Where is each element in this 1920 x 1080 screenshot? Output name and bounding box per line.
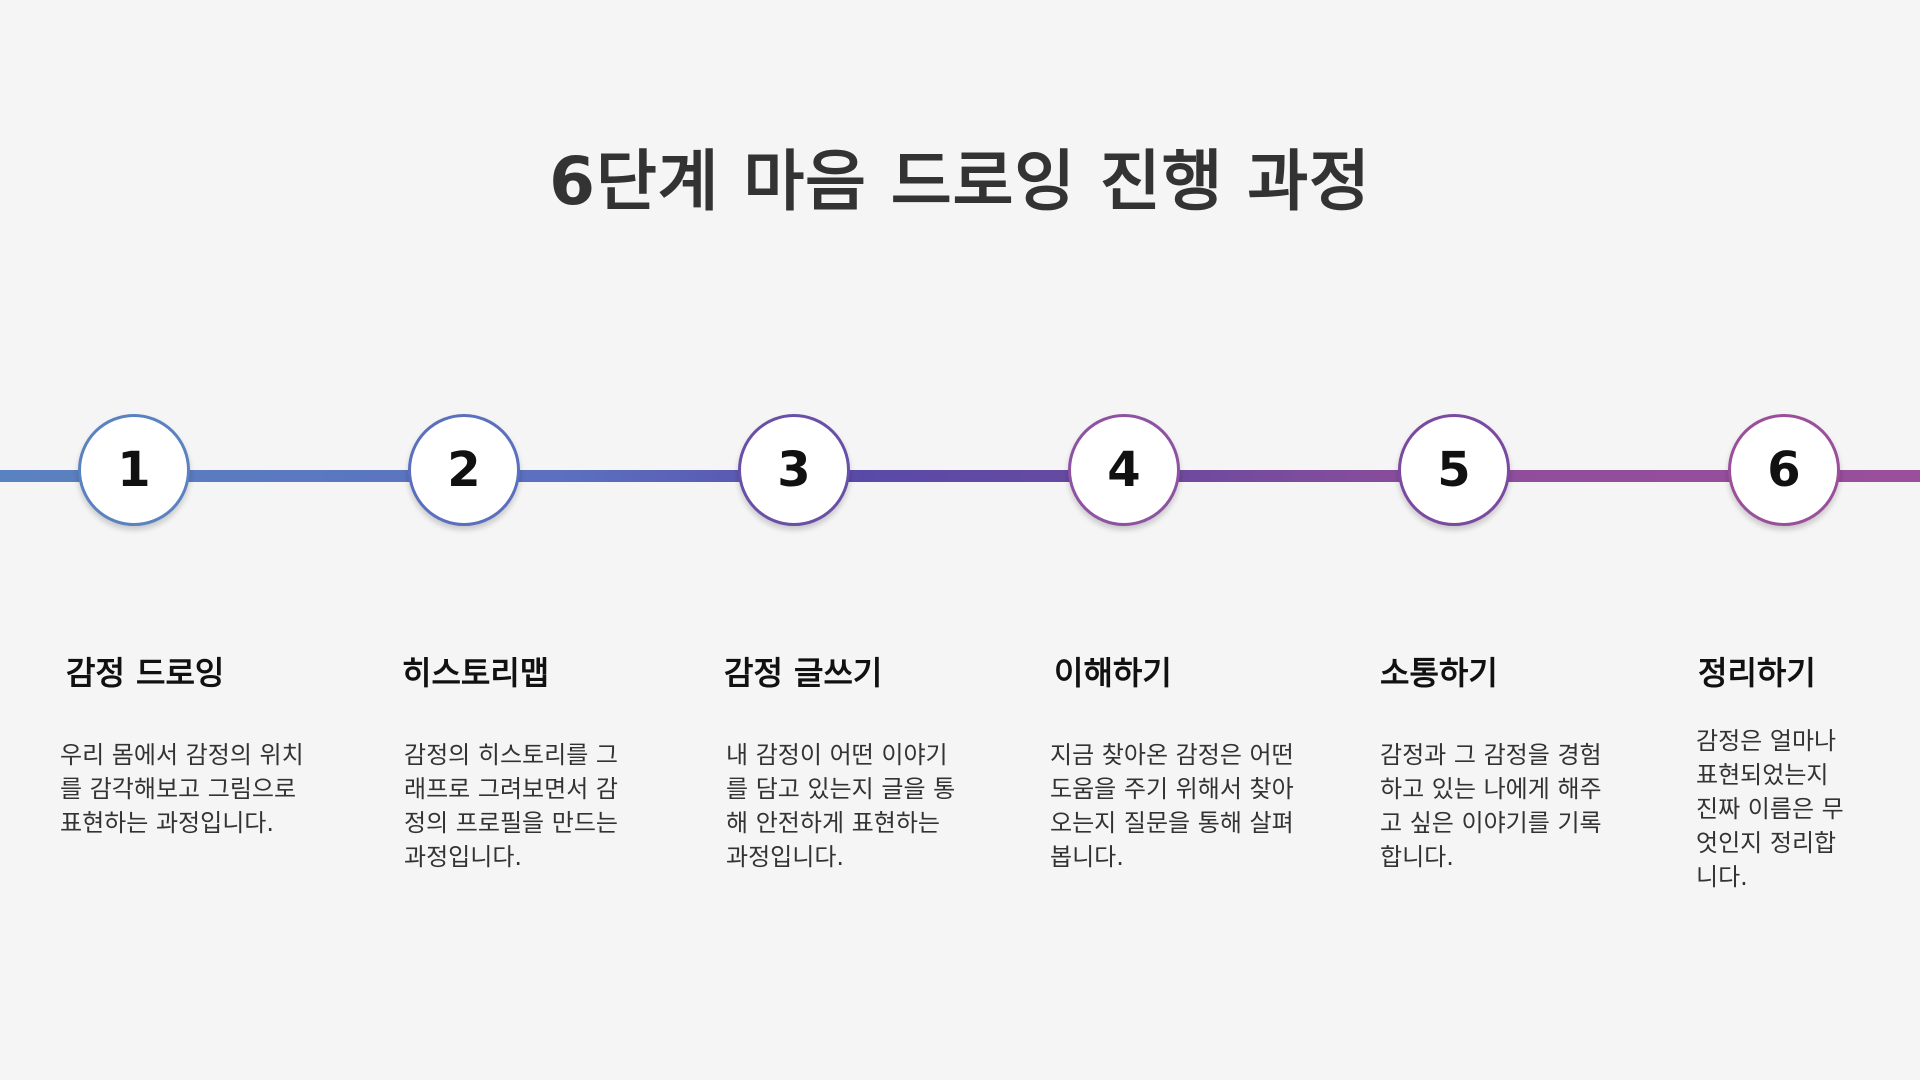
step-2-title: 히스토리맵 [402, 654, 550, 692]
step-5-title: 소통하기 [1380, 654, 1498, 692]
step-1-description: 우리 몸에서 감정의 위치를 감각해보고 그림으로 표현하는 과정입니다. [60, 741, 304, 837]
step-3-number-circle: 3 [738, 414, 850, 526]
step-3-title: 감정 글쓰기 [724, 654, 883, 692]
timeline-line [0, 470, 1920, 482]
step-4-number-circle: 4 [1068, 414, 1180, 526]
step-4-description: 지금 찾아온 감정은 어떤 도움을 주기 위해서 찾아오는지 질문을 통해 살펴… [1050, 741, 1294, 871]
step-5-number-circle: 5 [1398, 414, 1510, 526]
step-3-description: 내 감정이 어떤 이야기를 담고 있는지 글을 통해 안전하게 표현하는 과정입… [726, 741, 956, 871]
step-5-description: 감정과 그 감정을 경험하고 있는 나에게 해주고 싶은 이야기를 기록합니다. [1380, 741, 1602, 871]
step-6-title: 정리하기 [1698, 654, 1816, 692]
step-1-number-circle: 1 [78, 414, 190, 526]
step-4-title: 이해하기 [1054, 654, 1172, 692]
step-6-number-circle: 6 [1728, 414, 1840, 526]
step-2-description: 감정의 히스토리를 그래프로 그려보면서 감정의 프로필을 만드는 과정입니다. [404, 741, 618, 871]
step-6-description: 감정은 얼마나 표현되었는지 진짜 이름은 무엇인지 정리합니다. [1696, 727, 1844, 891]
step-2-number-circle: 2 [408, 414, 520, 526]
slide-title: 6단계 마음 드로잉 진행 과정 [549, 143, 1371, 220]
step-1-title: 감정 드로잉 [66, 654, 225, 692]
